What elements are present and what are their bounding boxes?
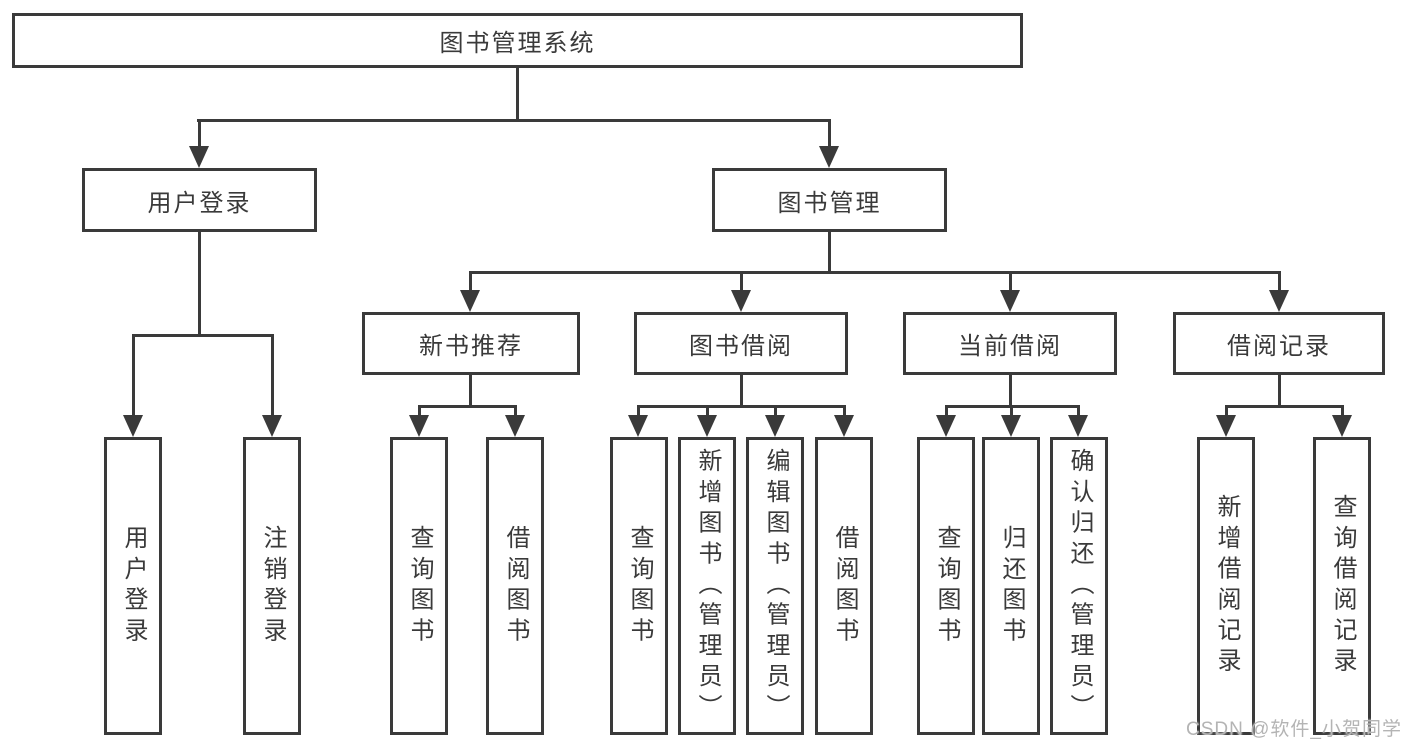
connector-drop-b1 — [418, 405, 421, 417]
leaf-node-borrow-books-2: 借阅图书 — [815, 437, 873, 735]
node-current-borrow: 当前借阅 — [903, 312, 1117, 375]
connector-level3-bar — [469, 271, 1281, 274]
arrow-new-book — [460, 290, 480, 312]
connector-drop-book-management — [828, 119, 831, 150]
arrow-current-borrow — [1000, 290, 1020, 312]
leaf-node-user-login: 用户登录 — [104, 437, 162, 735]
connector-drop-c2 — [706, 405, 709, 417]
connector-drop-book-borrow — [740, 271, 743, 293]
leaf-node-query-books-3: 查询图书 — [917, 437, 975, 735]
connector-drop-leaf-logout — [271, 334, 274, 419]
leaf-node-logout: 注销登录 — [243, 437, 301, 735]
connector-drop-user-login — [198, 119, 201, 150]
leaf-node-add-borrow-record: 新增借阅记录 — [1197, 437, 1255, 735]
connector-stem-group-d — [1009, 375, 1012, 408]
arrow-b1 — [409, 415, 429, 437]
arrow-book-borrow — [731, 290, 751, 312]
csdn-watermark: CSDN @软件_小贺同学 — [1186, 719, 1402, 740]
leaf-node-confirm-return-admin: 确认归还（管理员） — [1050, 437, 1108, 735]
connector-drop-d1 — [945, 405, 948, 417]
connector-drop-leaf-login — [132, 334, 135, 419]
connector-root-stem — [516, 68, 519, 122]
connector-drop-new-book — [469, 271, 472, 293]
connector-drop-c1 — [637, 405, 640, 417]
node-book-borrow: 图书借阅 — [634, 312, 848, 375]
connector-drop-borrow-records — [1278, 271, 1281, 293]
connector-drop-c4 — [843, 405, 846, 417]
connector-drop-d2 — [1010, 405, 1013, 417]
node-borrow-records: 借阅记录 — [1173, 312, 1385, 375]
leaf-node-query-books-2: 查询图书 — [610, 437, 668, 735]
connector-stem-group-c — [740, 375, 743, 408]
connector-bar-group-e — [1225, 405, 1343, 408]
arrow-c4 — [834, 415, 854, 437]
arrow-d3 — [1068, 415, 1088, 437]
leaf-node-return-books: 归还图书 — [982, 437, 1040, 735]
arrow-leaf-logout — [262, 415, 282, 437]
connector-drop-d3 — [1077, 405, 1080, 417]
arrow-leaf-login — [123, 415, 143, 437]
connector-book-mgmt-stem — [828, 232, 831, 274]
leaf-node-add-books-admin: 新增图书（管理员） — [678, 437, 736, 735]
node-new-book-recommend: 新书推荐 — [362, 312, 580, 375]
leaf-node-query-books-1: 查询图书 — [390, 437, 448, 735]
arrow-d1 — [936, 415, 956, 437]
arrow-c1 — [628, 415, 648, 437]
arrow-c2 — [697, 415, 717, 437]
root-node-library-system: 图书管理系统 — [12, 13, 1023, 68]
arrow-borrow-records — [1269, 290, 1289, 312]
arrow-e2 — [1332, 415, 1352, 437]
connector-bar-group-c — [637, 405, 845, 408]
connector-drop-b2 — [514, 405, 517, 417]
connector-stem-group-e — [1278, 375, 1281, 408]
arrow-d2 — [1001, 415, 1021, 437]
connector-drop-e2 — [1341, 405, 1344, 417]
connector-drop-current-borrow — [1009, 271, 1012, 293]
connector-level2-bar — [197, 119, 831, 122]
arrow-book-management — [819, 146, 839, 168]
node-user-login: 用户登录 — [82, 168, 317, 232]
leaf-node-query-borrow-record: 查询借阅记录 — [1313, 437, 1371, 735]
leaf-node-borrow-books-1: 借阅图书 — [486, 437, 544, 735]
connector-bar-group-b — [418, 405, 516, 408]
connector-user-login-bar — [132, 334, 273, 337]
connector-stem-group-b — [469, 375, 472, 408]
arrow-c3 — [765, 415, 785, 437]
node-book-management: 图书管理 — [712, 168, 947, 232]
connector-drop-e1 — [1225, 405, 1228, 417]
arrow-b2 — [505, 415, 525, 437]
connector-drop-c3 — [774, 405, 777, 417]
leaf-node-edit-books-admin: 编辑图书（管理员） — [746, 437, 804, 735]
connector-user-login-stem — [198, 232, 201, 337]
arrow-e1 — [1216, 415, 1236, 437]
arrow-user-login — [189, 146, 209, 168]
